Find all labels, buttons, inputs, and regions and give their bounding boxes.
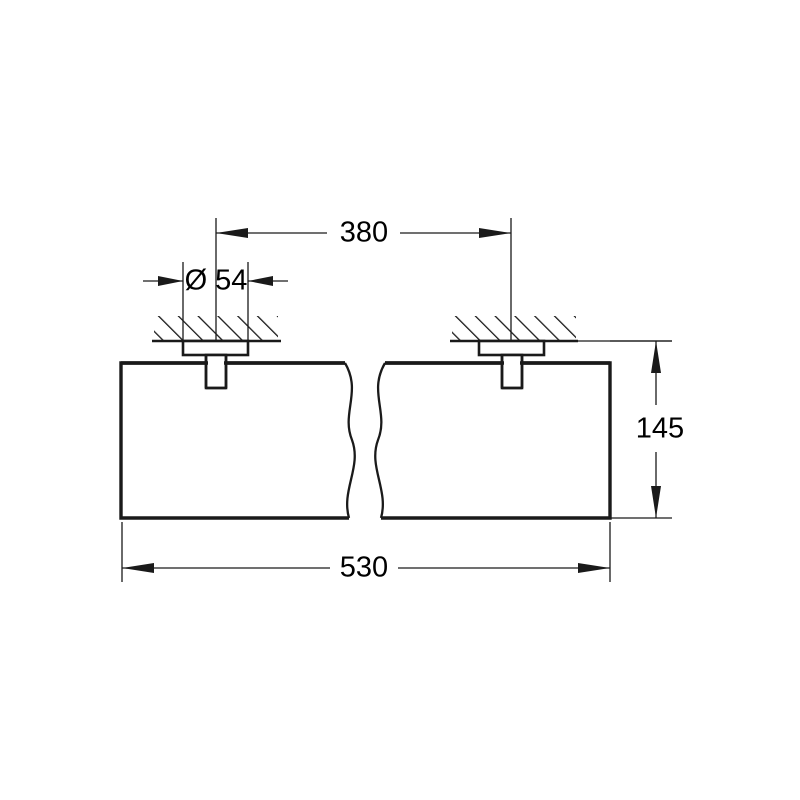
bracket-flange-right (477, 339, 546, 357)
bracket-right (477, 339, 546, 390)
dim-145-label: 145 (636, 413, 684, 445)
stem-left-notch-mask (208, 357, 224, 366)
dim-145-arrow-top (651, 341, 661, 373)
dim-54-arrow-left (158, 276, 183, 286)
dim-380-arrow-right (479, 228, 511, 238)
dimension-145: 145 (610, 340, 684, 519)
shelf-body (119, 355, 612, 520)
dim-530-arrow-right (578, 563, 610, 573)
wall-assembly (152, 316, 672, 343)
break-line-right (374, 362, 386, 519)
dim-54-arrow-right (248, 276, 273, 286)
dim-380-arrow-left (216, 228, 248, 238)
dim-145-arrow-bottom (651, 486, 661, 518)
break-line-left (344, 362, 356, 519)
shelf-outline-right (381, 361, 612, 520)
shelf-outline-left (119, 361, 349, 520)
dimension-380: 380 (215, 217, 512, 341)
dim-530-label: 530 (340, 552, 388, 584)
dimension-530: 530 (121, 522, 611, 584)
stem-right-notch-mask (504, 357, 520, 366)
wall-hatching-right (452, 316, 576, 341)
dimension-diameter-54: Ø 54 (143, 262, 288, 341)
bracket-flange-left (181, 339, 250, 357)
dim-530-arrow-left (122, 563, 154, 573)
dim-54-label: Ø 54 (185, 265, 248, 297)
dim-380-label: 380 (340, 217, 388, 249)
